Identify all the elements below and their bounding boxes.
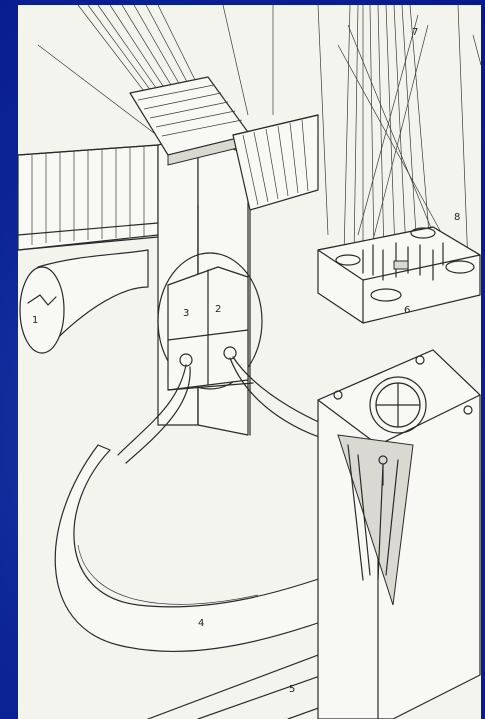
funnel-1 [20, 250, 148, 353]
drawing-sheet: 1 2 3 4 5 6 7 8 [18, 5, 481, 719]
label-3: 3 [183, 308, 189, 319]
label-5: 5 [289, 684, 295, 695]
left-slats [18, 145, 158, 250]
label-6: 6 [404, 305, 410, 316]
box-6 [318, 227, 480, 323]
label-8: 8 [454, 212, 460, 223]
label-4: 4 [198, 618, 204, 629]
column-5 [318, 350, 480, 719]
fiber-lines [318, 5, 481, 265]
label-7: 7 [412, 27, 418, 38]
label-2: 2 [215, 304, 221, 315]
illustration: 1 2 3 4 5 6 7 8 [18, 5, 481, 719]
label-1: 1 [32, 315, 38, 326]
